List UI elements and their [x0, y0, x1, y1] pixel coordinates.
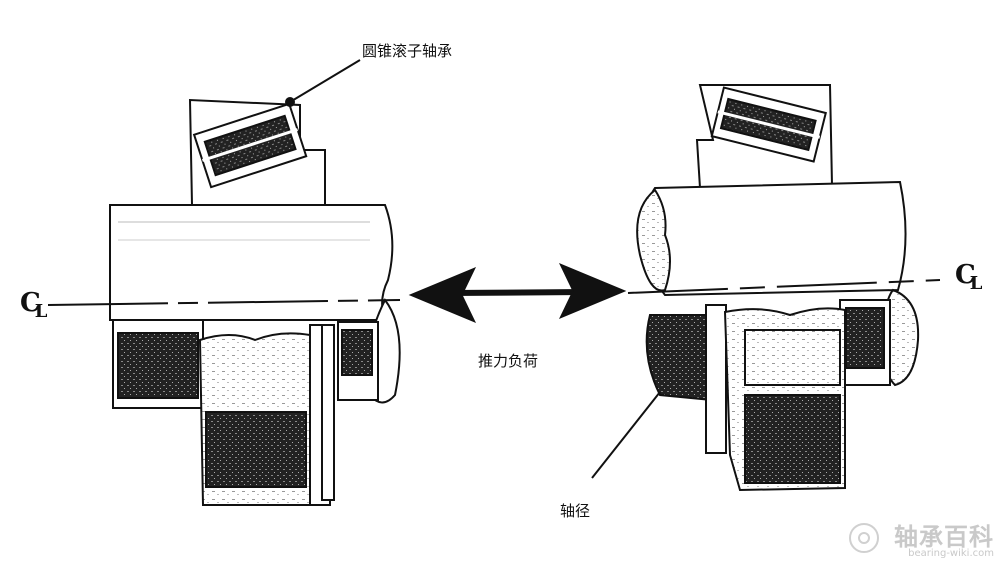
watermark-title: 轴承百科	[894, 523, 994, 551]
journal-leader	[591, 391, 661, 479]
centerline-right-l: L	[969, 273, 983, 294]
centerline-left-c: C	[20, 288, 41, 318]
watermark-logo-icon	[849, 523, 879, 553]
right-assembly	[636, 84, 920, 492]
watermark: 轴承百科 bearing-wiki.com	[894, 517, 994, 559]
bearing-leader	[285, 59, 361, 107]
watermark-url: bearing-wiki.com	[908, 548, 994, 559]
journal-label: 轴径	[560, 502, 591, 520]
centerline-left-line	[47, 299, 401, 306]
left-assembly	[109, 98, 401, 506]
bearing-label: 圆锥滚子轴承	[362, 42, 453, 60]
centerline-left-label: CL	[20, 290, 47, 321]
centerline-right-line	[627, 279, 941, 294]
centerline-right-label: CL	[955, 262, 982, 293]
centerline-left-l: L	[34, 301, 48, 322]
thrust-double-arrow	[408, 263, 627, 323]
centerline-right-c: C	[955, 260, 976, 290]
thrust-load-label: 推力负荷	[478, 352, 539, 370]
